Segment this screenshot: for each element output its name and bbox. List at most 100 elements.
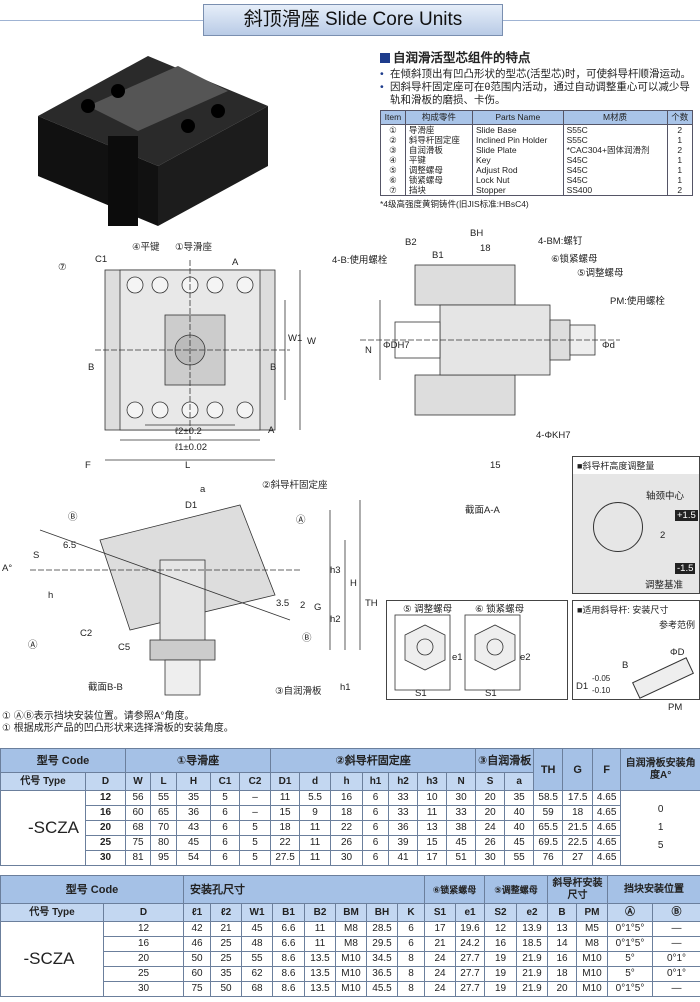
parts-header: Parts Name <box>471 110 564 125</box>
table-cell: 8 <box>397 981 425 997</box>
section-aa-label-kh: 4-ΦKH7 <box>536 430 571 441</box>
table-cell: 95 <box>150 850 177 866</box>
table-cell: 20 <box>475 790 506 806</box>
inset-pin-label-tol2: -0.10 <box>592 686 611 695</box>
col-header: B1 <box>272 903 305 922</box>
parts-cell: 斜导杆固定座 <box>404 135 473 145</box>
table-cell: 20 <box>547 981 577 997</box>
table-cell: 25 <box>103 966 184 982</box>
table-cell: 21.9 <box>516 981 548 997</box>
table-cell: M8 <box>576 936 608 952</box>
table-cell: M10 <box>335 951 367 967</box>
table-cell: 22 <box>330 820 364 836</box>
table-cell: 65.5 <box>533 820 564 836</box>
table-cell: 30 <box>446 790 477 806</box>
table-cell: 21.5 <box>562 820 594 836</box>
section-aa-label-bm: 4-BM:螺钉 <box>538 236 583 247</box>
table-cell: 55 <box>241 951 273 967</box>
col-header: H <box>176 772 211 791</box>
table-cell: M10 <box>335 981 367 997</box>
table-cell: 30 <box>85 850 126 866</box>
inset-height-label-two: 2 <box>660 530 666 541</box>
nuts-label-e1: e1 <box>452 652 463 663</box>
table-cell: 27.7 <box>455 966 485 982</box>
group-header: 斜导杆安装尺寸 <box>547 875 608 904</box>
parts-cell: Slide Plate <box>471 145 564 155</box>
col-header: W <box>125 772 151 791</box>
col-header: G <box>562 748 594 791</box>
table-cell: 50 <box>183 951 211 967</box>
table-cell: 18 <box>330 805 364 821</box>
col-header: ℓ1 <box>183 903 211 922</box>
table-cell: 22.5 <box>562 835 594 851</box>
table-cell: 6 <box>362 790 390 806</box>
table-cell: 4.65 <box>592 850 622 866</box>
top-view-label-b: B <box>88 362 95 373</box>
table-cell: 25 <box>85 835 126 851</box>
section-bb-label-h3: h3 <box>330 565 341 576</box>
table-cell: 20 <box>475 805 506 821</box>
table-cell: 22 <box>270 835 301 851</box>
table-cell: 45.5 <box>366 981 398 997</box>
table-cell: 17 <box>424 921 456 937</box>
top-view-label-l1: ℓ1±0.02 <box>175 442 208 453</box>
table-cell: 12 <box>103 921 184 937</box>
top-view-label-b2: B <box>270 362 277 373</box>
col-header: B2 <box>304 903 336 922</box>
table-cell: 48 <box>241 936 273 952</box>
section-bb-label-hh: h <box>48 590 54 601</box>
col-header: 代号 Type <box>0 772 86 791</box>
section-aa-label-lock: ⑥锁紧螺母 <box>551 254 598 265</box>
top-view-label-a1: A <box>232 257 239 268</box>
table-cell: 19.6 <box>455 921 485 937</box>
section-bb-label-adeg: A° <box>2 563 13 574</box>
parts-cell: 调整螺母 <box>404 165 473 175</box>
parts-cell: 导滑座 <box>404 124 473 135</box>
table-cell: 15 <box>417 835 448 851</box>
section-aa-label-caption: 截面A-A <box>465 505 500 516</box>
table-cell: 20 <box>103 951 184 967</box>
table-cell: 4.65 <box>592 790 622 806</box>
group-header: ⑤调整螺母 <box>484 875 548 904</box>
table-cell: 6 <box>210 820 240 836</box>
section-bb-label-h: H <box>350 578 357 589</box>
table-cell: M10 <box>576 966 608 982</box>
section-bb-label-d65: 6.5 <box>63 540 77 551</box>
section-bb-label-d1: D1 <box>185 500 198 511</box>
section-bb-label-holder: ②斜导杆固定座 <box>262 480 328 491</box>
pin-mount-inset: ■适用斜导杆: 安装尺寸 参考范例 <box>572 600 700 700</box>
type-cell: -SCZA <box>0 921 104 997</box>
features-panel: 自润滑活型芯组件的特点 在倾斜顶出有凹凸形状的型芯(活型芯)时，可使斜导杆顺滑运… <box>380 52 700 211</box>
parts-cell: S55C <box>562 135 668 145</box>
feature-bullet: 在倾斜顶出有凹凸形状的型芯(活型芯)时，可使斜导杆顺滑运动。 <box>380 68 700 81</box>
section-aa-label-n: N <box>365 345 372 356</box>
table-cell: 33 <box>388 805 419 821</box>
parts-cell: Adjust Rod <box>471 165 564 175</box>
top-view-label-w1: W1 <box>288 333 303 344</box>
group-header: 安装孔尺寸 <box>183 875 425 904</box>
section-bb-label-cb1: Ⓑ <box>68 512 78 523</box>
table-cell: 0°1° <box>652 951 700 967</box>
section-bb-label-c2: C2 <box>80 628 93 639</box>
table-cell: 27.7 <box>455 981 485 997</box>
table-cell: 27.5 <box>270 850 301 866</box>
parts-cell: S55C <box>562 124 668 135</box>
table-cell: 51 <box>446 850 477 866</box>
table-cell: 11 <box>304 936 336 952</box>
table-cell: 36.5 <box>366 966 398 982</box>
col-header: e2 <box>516 903 548 922</box>
section-bb-label-h1: h1 <box>340 682 351 693</box>
nuts-label-lock: ⑥ 锁紧螺母 <box>475 604 525 615</box>
table-cell: 33 <box>446 805 477 821</box>
table-cell: 70 <box>150 820 177 836</box>
type-cell: -SCZA <box>0 790 86 866</box>
table-cell: 46 <box>183 936 211 952</box>
table-cell: 21 <box>424 936 456 952</box>
section-bb-label-d2: 2 <box>300 600 306 611</box>
col-header: B <box>547 903 577 922</box>
table-cell: 24.2 <box>455 936 485 952</box>
